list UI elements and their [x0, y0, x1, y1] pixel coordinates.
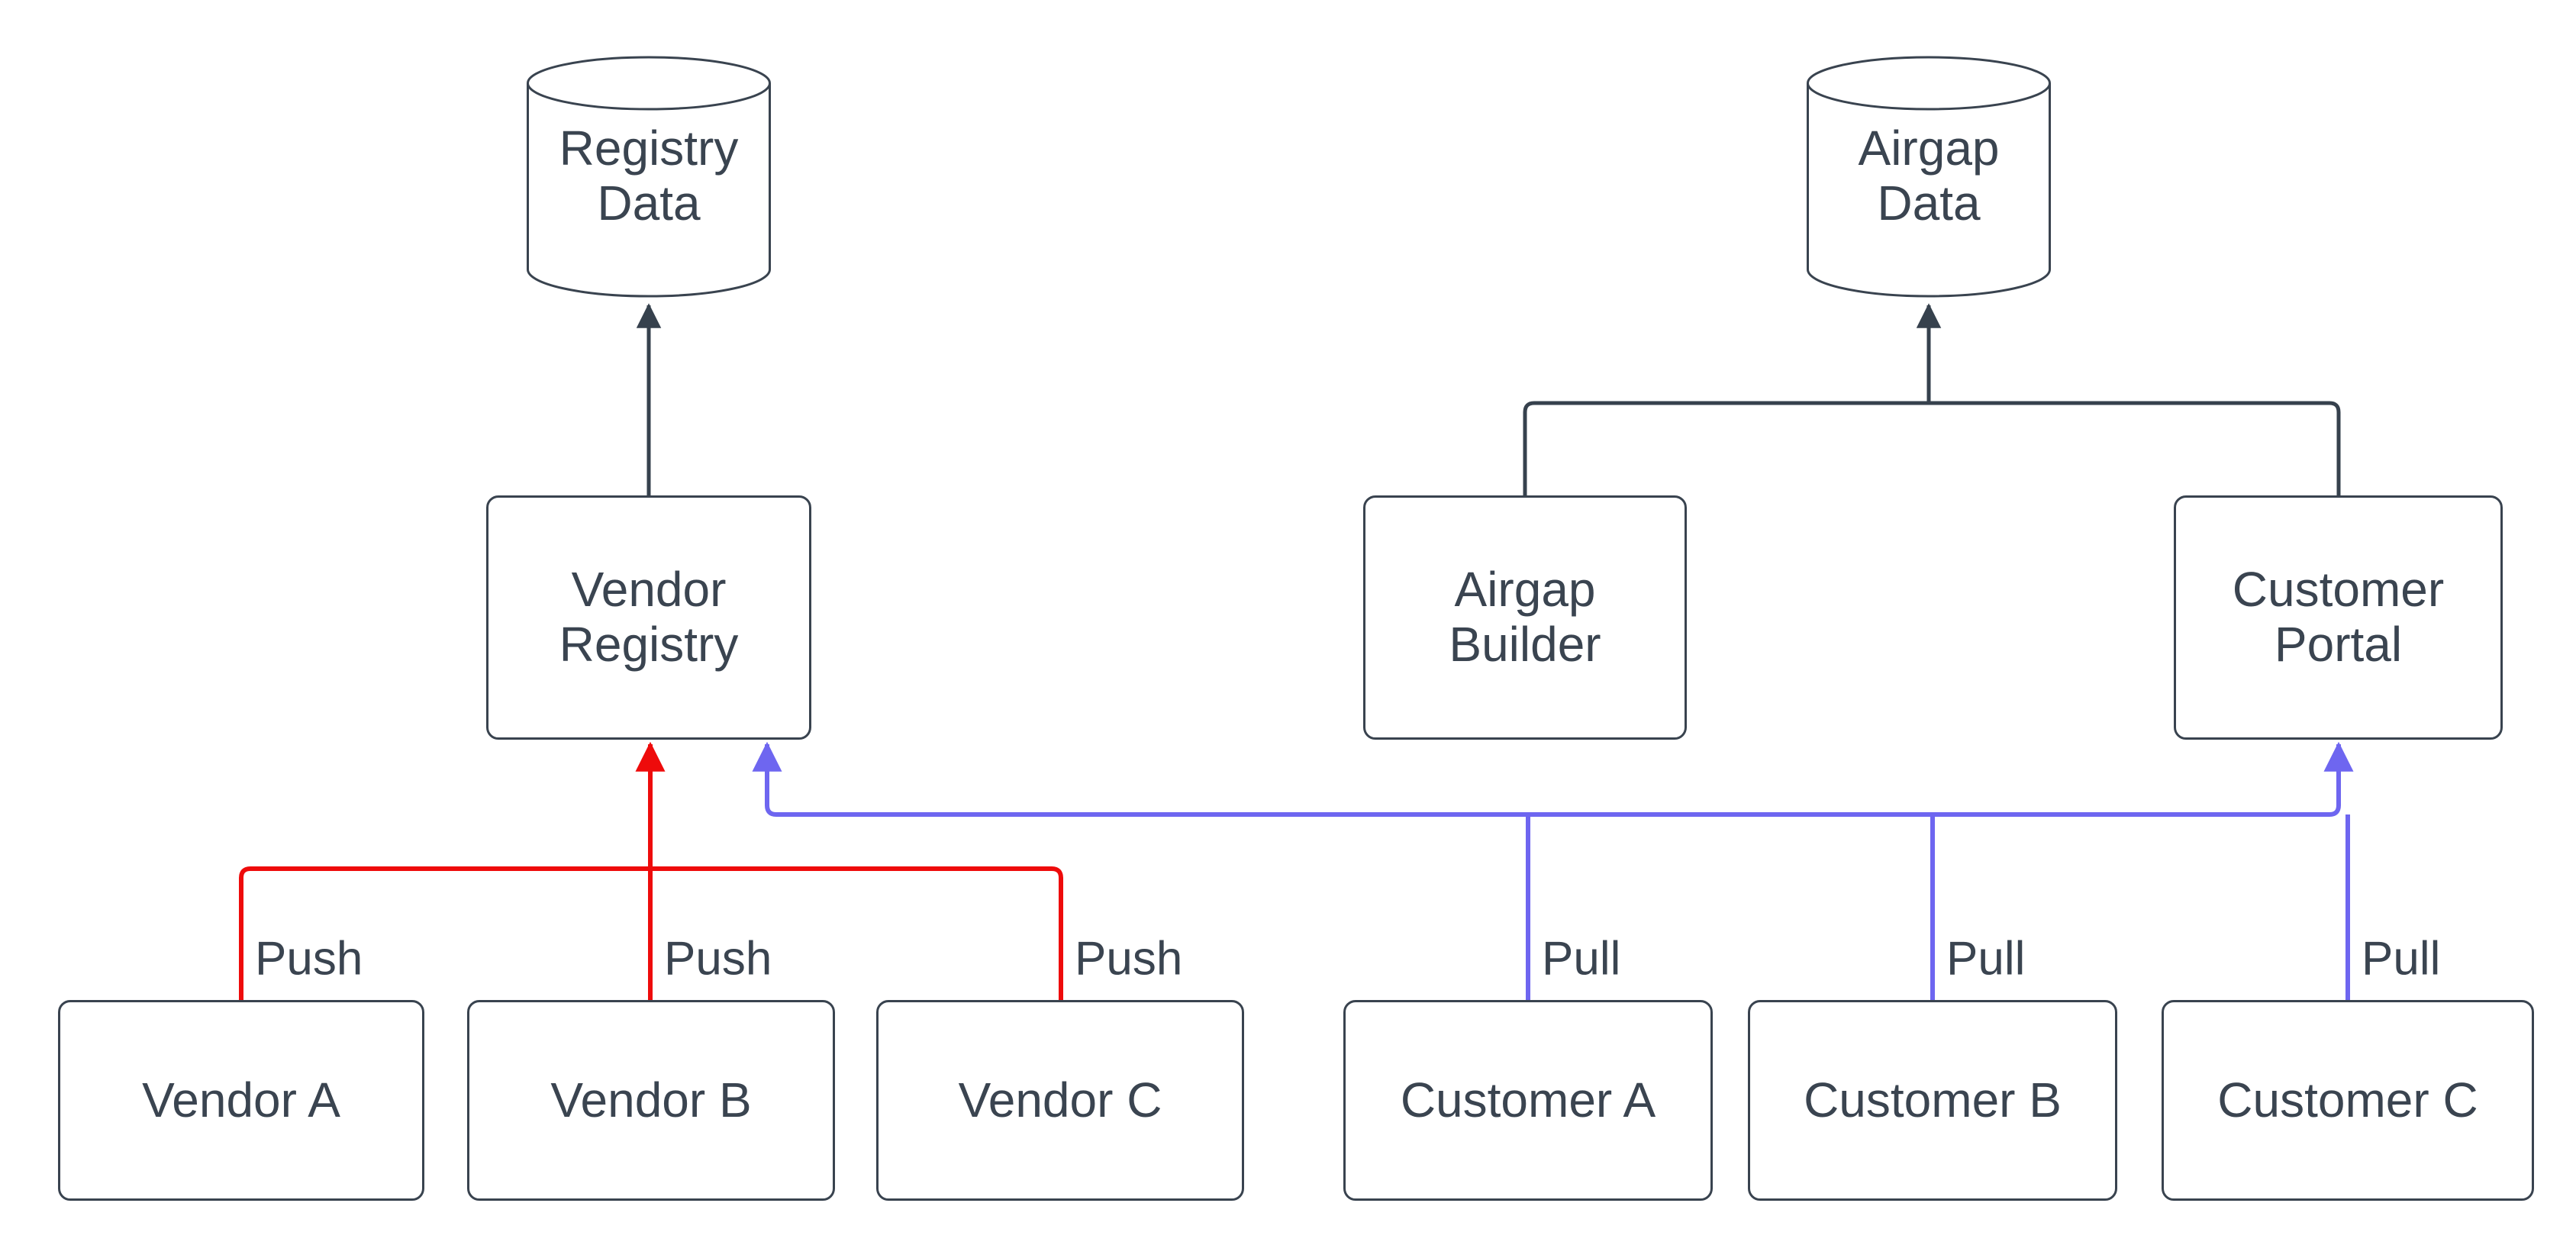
vendor-registry-label: Vendor Registry	[559, 562, 739, 672]
cylinder-shape	[527, 56, 771, 298]
node-customer-b: Customer B	[1748, 1000, 2117, 1201]
customer-c-label: Customer C	[2217, 1072, 2478, 1127]
node-customer-portal: Customer Portal	[2174, 495, 2503, 740]
node-customer-c: Customer C	[2162, 1000, 2534, 1201]
node-vendor-c: Vendor C	[876, 1000, 1244, 1201]
customer-b-label: Customer B	[1804, 1072, 2062, 1127]
node-vendor-b: Vendor B	[467, 1000, 835, 1201]
airgap-data-label: Airgap Data	[1858, 121, 2000, 231]
edge-label-push-0: Push	[255, 932, 363, 985]
edge-airgap-tree-branches	[1523, 401, 2341, 495]
node-vendor-a: Vendor A	[58, 1000, 424, 1201]
node-customer-a: Customer A	[1343, 1000, 1713, 1201]
node-airgap-data: Airgap Data	[1807, 55, 2051, 298]
cylinder-shape	[1807, 56, 2051, 298]
customer-a-label: Customer A	[1400, 1072, 1656, 1127]
node-vendor-registry: Vendor Registry	[486, 495, 811, 740]
vendor-b-label: Vendor B	[550, 1072, 752, 1127]
registry-data-label: Registry Data	[559, 121, 739, 231]
customer-portal-label: Customer Portal	[2232, 562, 2445, 672]
edge-label-push-2: Push	[1075, 932, 1183, 985]
edge-label-push-1: Push	[664, 932, 772, 985]
edge-label-pull-3: Pull	[1542, 932, 1621, 985]
edge-pull-bus	[752, 741, 2354, 817]
node-airgap-builder: Airgap Builder	[1363, 495, 1687, 740]
edge-label-pull-4: Pull	[1946, 932, 2026, 985]
airgap-builder-label: Airgap Builder	[1449, 562, 1601, 672]
vendor-a-label: Vendor A	[142, 1072, 340, 1127]
edge-label-pull-5: Pull	[2362, 932, 2441, 985]
node-registry-data: Registry Data	[527, 55, 771, 298]
vendor-c-label: Vendor C	[958, 1072, 1162, 1127]
